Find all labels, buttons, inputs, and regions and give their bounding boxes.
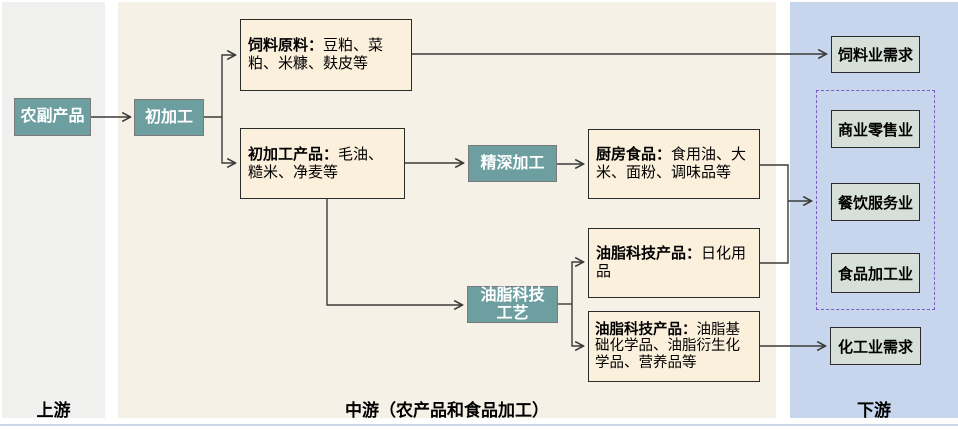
node-chemical-demand-label: 化工业需求 xyxy=(837,339,913,356)
oleo-daily-title: 油脂科技产品： xyxy=(596,246,702,262)
node-oleo-process-label: 油脂科技工艺 xyxy=(480,286,545,322)
node-primary-products: 初加工产品：毛油、糙米、净麦等 xyxy=(240,128,405,199)
oleo-chem-items: 油脂基础化学品、油脂衍生化学品、营养品等 xyxy=(595,321,740,371)
node-catering: 餐饮服务业 xyxy=(831,183,920,221)
kitchen-food-title: 厨房食品： xyxy=(596,147,672,163)
feed-materials-items: 豆粕、菜粕、米糠、麸皮等 xyxy=(248,38,384,72)
node-oleo-chem-text: 油脂科技产品：油脂基础化学品、油脂衍生化学品、营养品等 xyxy=(595,322,753,372)
oleo-chem-title: 油脂科技产品： xyxy=(595,321,697,338)
upstream-label: 上游 xyxy=(36,401,71,420)
node-chemical-demand: 化工业需求 xyxy=(830,327,921,365)
node-primary-processing-label: 初加工 xyxy=(144,108,193,126)
bottom-divider xyxy=(0,424,958,426)
node-deep-processing-label: 精深加工 xyxy=(480,154,545,172)
consumer-sectors-group xyxy=(816,90,935,310)
node-food-processing: 食品加工业 xyxy=(831,253,920,293)
node-food-processing-label: 食品加工业 xyxy=(837,266,913,283)
upstream-column-bg xyxy=(2,2,105,418)
node-catering-label: 餐饮服务业 xyxy=(837,195,913,212)
node-feed-demand-label: 饲料业需求 xyxy=(837,48,913,64)
feed-materials-title: 饲料原料： xyxy=(248,38,324,54)
node-kitchen-food-text: 厨房食品：食用油、大米、面粉、调味品等 xyxy=(596,146,752,182)
node-feed-demand: 饲料业需求 xyxy=(831,36,920,73)
node-kitchen-food: 厨房食品：食用油、大米、面粉、调味品等 xyxy=(588,129,760,199)
node-oleo-daily-products: 油脂科技产品：日化用品 xyxy=(588,228,760,298)
kitchen-food-items: 食用油、大米、面粉、调味品等 xyxy=(596,147,747,181)
node-primary-products-text: 初加工产品：毛油、糙米、净麦等 xyxy=(248,146,397,182)
node-feed-materials-text: 饲料原料：豆粕、菜粕、米糠、麸皮等 xyxy=(248,37,404,73)
oleo-daily-items: 日化用品 xyxy=(596,246,747,280)
node-primary-processing: 初加工 xyxy=(134,99,204,136)
node-oleo-chem-products: 油脂科技产品：油脂基础化学品、油脂衍生化学品、营养品等 xyxy=(588,311,760,382)
node-agri-byproducts: 农副产品 xyxy=(14,98,91,136)
primary-products-items: 毛油、糙米、净麦等 xyxy=(248,146,384,181)
node-feed-materials: 饲料原料：豆粕、菜粕、米糠、麸皮等 xyxy=(240,19,412,91)
downstream-label: 下游 xyxy=(857,401,891,420)
node-deep-processing: 精深加工 xyxy=(468,145,557,182)
primary-products-title: 初加工产品： xyxy=(248,146,339,163)
midstream-label: 中游（农产品和食品加工） xyxy=(345,401,549,420)
node-oleo-process: 油脂科技工艺 xyxy=(467,286,558,323)
node-agri-byproducts-label: 农副产品 xyxy=(20,108,85,125)
node-oleo-daily-text: 油脂科技产品：日化用品 xyxy=(596,245,752,281)
node-retail-label: 商业零售业 xyxy=(837,122,913,139)
node-retail: 商业零售业 xyxy=(831,110,920,148)
